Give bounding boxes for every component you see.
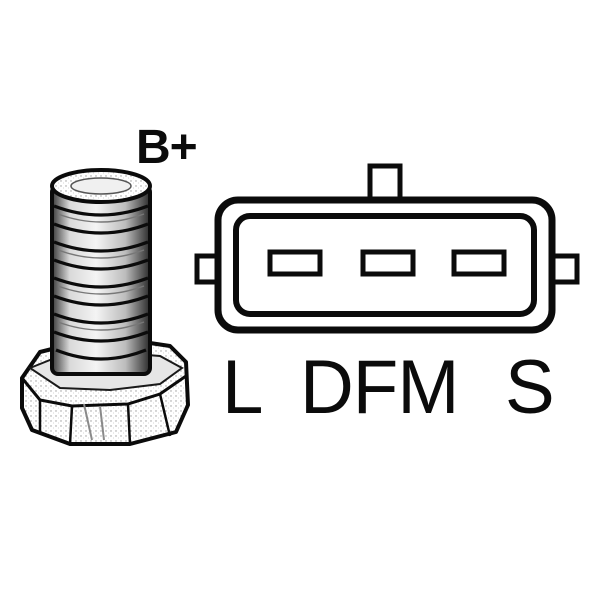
- stud-threads: [53, 204, 149, 361]
- connector-pin-s: [451, 249, 507, 277]
- pin-label-l: L: [222, 345, 264, 430]
- threaded-stud-terminal-icon: [20, 168, 190, 446]
- threaded-stud: [50, 168, 152, 376]
- pin-label-s: S: [505, 345, 555, 430]
- terminal-label: B+: [136, 121, 198, 174]
- connector-pin-dfm: [360, 249, 416, 277]
- connector-pin-l: [267, 249, 323, 277]
- three-pin-plug-connector-icon: [194, 163, 580, 334]
- pin-label-dfm: DFM: [300, 345, 459, 430]
